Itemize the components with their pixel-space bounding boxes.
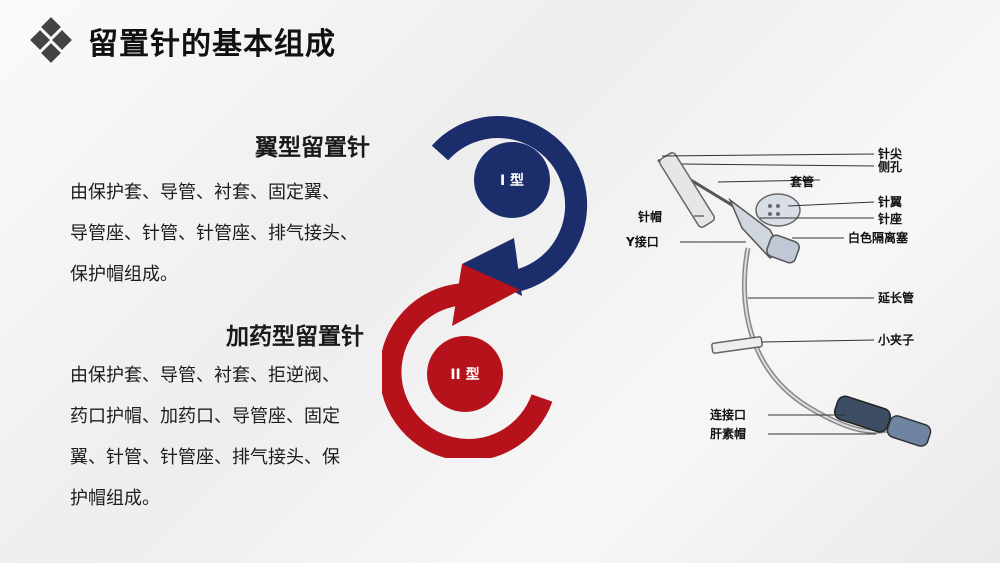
label-clamp: 小夹子 (878, 332, 914, 347)
type1-desc-line: 由保护套、导管、衬套、固定翼、 (70, 182, 340, 203)
label-septum: 白色隔离塞 (848, 230, 909, 245)
wing-dot (776, 204, 780, 208)
type2-desc-line: 由保护套、导管、衬套、拒逆阀、 (70, 365, 340, 386)
label-cap: 针帽 (638, 209, 662, 224)
label-connector: 连接口 (710, 407, 746, 422)
page-title: 留置针的基本组成 (88, 27, 336, 62)
type2-badge (427, 336, 503, 412)
connector-shape (833, 395, 892, 433)
type2-badge-label: II 型 (450, 366, 479, 383)
red-arrowhead (452, 264, 520, 326)
iv-catheter-diagram: 针尖 侧孔 套管 针翼 针帽 针座 Y接口 白色隔离塞 延长管 小夹子 连接口 … (625, 146, 932, 447)
septum-shape (766, 234, 800, 264)
type2-desc-line: 翼、针管、针管座、排气接头、保 (70, 447, 340, 468)
blue-arc (431, 116, 588, 294)
type-cycle-graphic: I 型 II 型 (382, 116, 588, 458)
label-heparin-cap: 肝素帽 (710, 426, 746, 441)
wing-shape (755, 193, 801, 227)
label-extension: 延长管 (877, 290, 914, 305)
type2-title: 加药型留置针 (226, 324, 364, 350)
type1-description: 由保护套、导管、衬套、固定翼、 导管座、针管、针管座、排气接头、 保护帽组成。 (70, 172, 410, 295)
wing-dot (768, 204, 772, 208)
diamond-logo-icon (28, 17, 74, 64)
extension-tube-highlight (743, 247, 901, 433)
leader-lines (661, 153, 876, 435)
extension-tube-shape (741, 247, 901, 434)
label-wing: 针翼 (878, 194, 902, 209)
label-seat: 针座 (878, 211, 902, 226)
label-tip: 针尖 (878, 146, 902, 161)
type1-title: 翼型留置针 (255, 135, 370, 161)
wing-dot (768, 212, 772, 216)
clamp-shape (711, 336, 763, 354)
wing-dot (776, 212, 780, 216)
type1-desc-line: 导管座、针管、针管座、排气接头、 (70, 223, 358, 244)
blue-arrowhead (462, 238, 522, 296)
type2-description: 由保护套、导管、衬套、拒逆阀、 药口护帽、加药口、导管座、固定 翼、针管、针管座… (70, 355, 400, 519)
type1-badge-label: I 型 (500, 172, 524, 189)
title-bar: 留置针的基本组成 (28, 16, 336, 66)
type1-badge (474, 142, 550, 218)
label-y-port: Y接口 (625, 234, 659, 249)
red-arc (382, 282, 553, 458)
label-sheath: 套管 (789, 174, 814, 189)
label-side-hole: 侧孔 (878, 159, 902, 174)
heparin-cap-shape (886, 415, 932, 447)
type2-desc-line: 护帽组成。 (70, 488, 160, 509)
type1-desc-line: 保护帽组成。 (70, 264, 178, 285)
type2-desc-line: 药口护帽、加药口、导管座、固定 (70, 406, 340, 427)
